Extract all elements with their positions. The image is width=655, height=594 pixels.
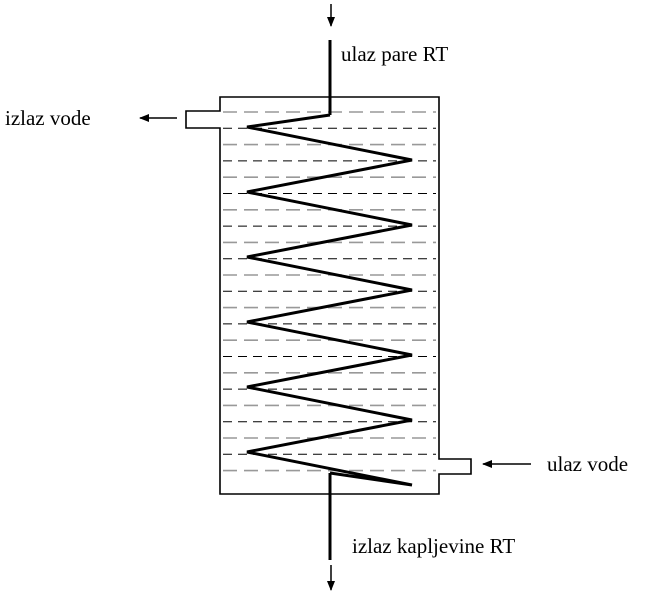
steam-inlet-label: ulaz pare RT	[341, 42, 448, 66]
water-outlet-label: izlaz vode	[5, 106, 91, 130]
water-inlet-label: ulaz vode	[547, 452, 628, 476]
vessel-outline	[185, 96, 472, 495]
condenser-coil	[246, 113, 413, 487]
condensate-outlet-label: izlaz kapljevine RT	[352, 534, 515, 558]
